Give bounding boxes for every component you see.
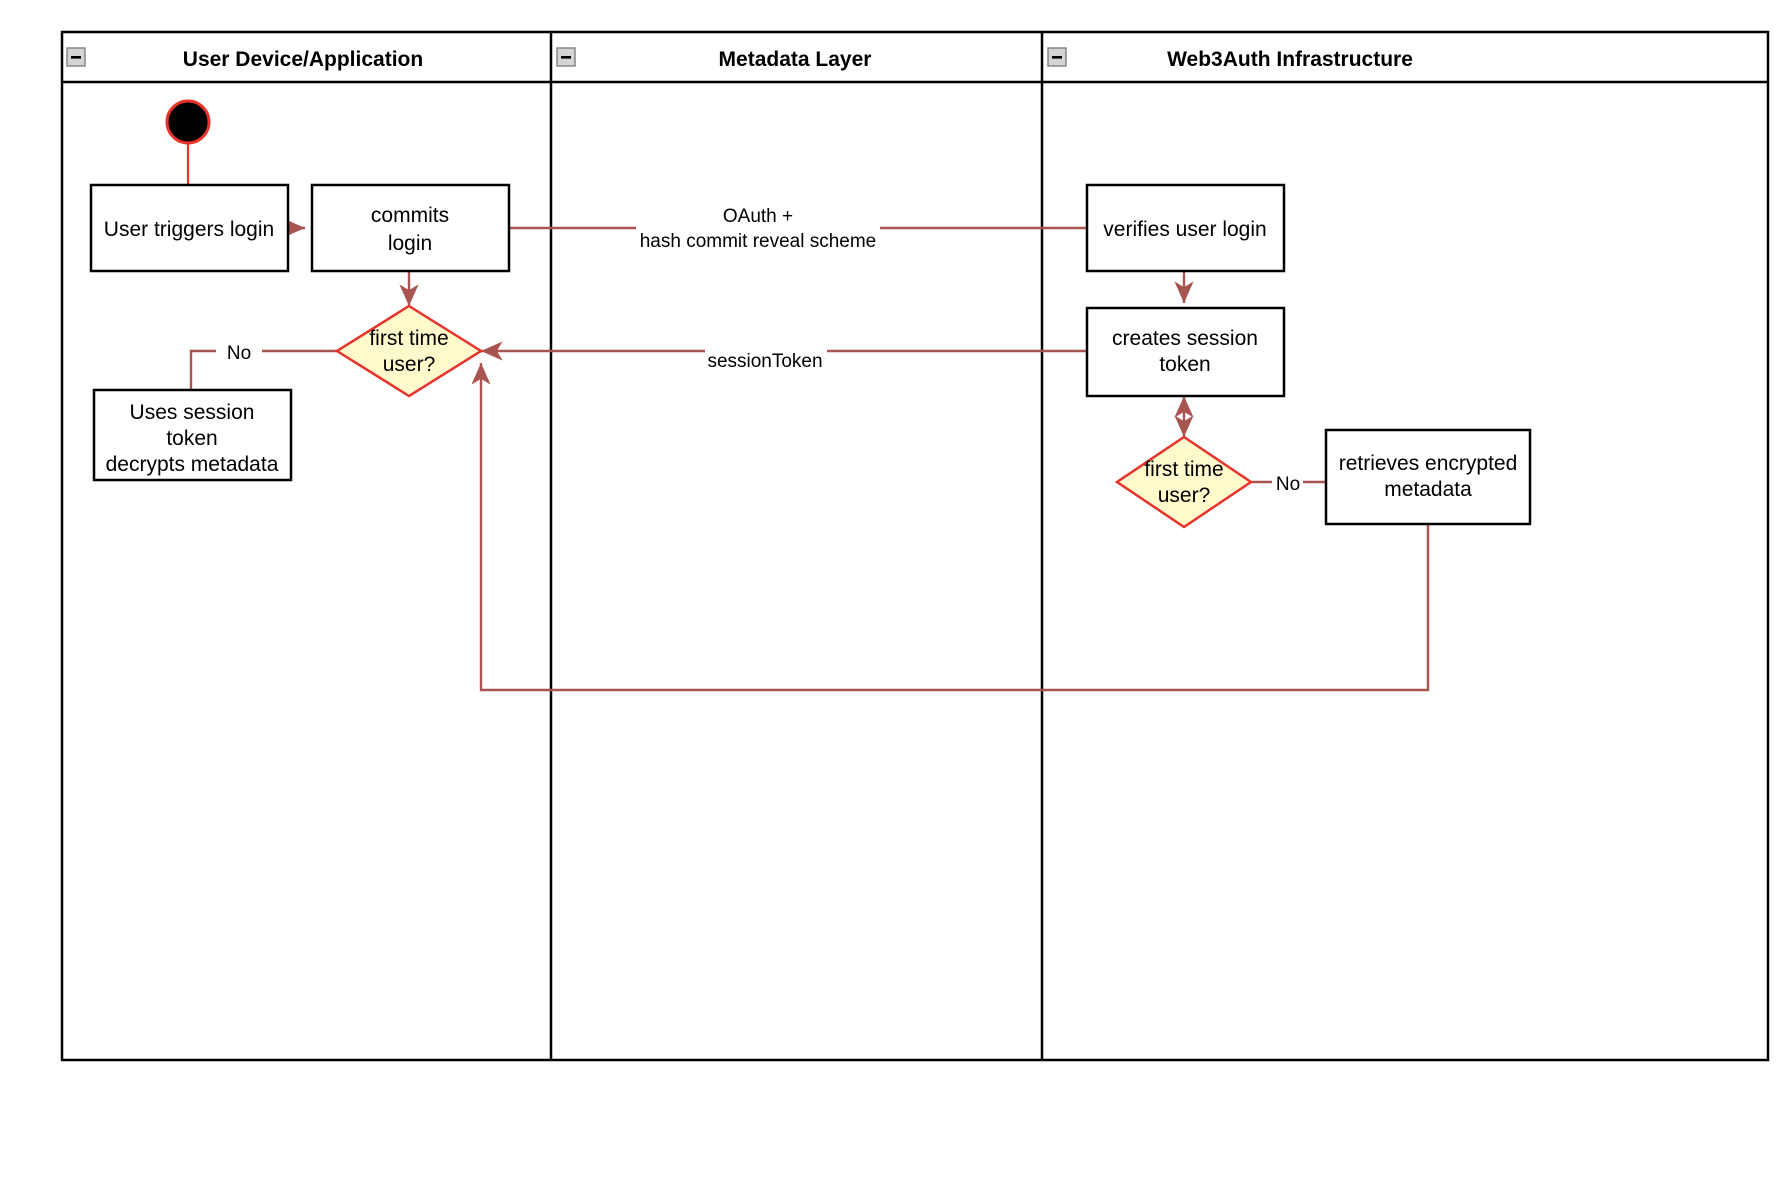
- node-creates-session-token[interactable]: creates session token: [1085, 306, 1286, 398]
- node-retrieves-encrypted-metadata[interactable]: retrieves encrypted metadata: [1324, 428, 1532, 526]
- minus-icon-metadata[interactable]: [556, 47, 576, 67]
- node-label-retrieves-encrypted-metadata-line1: retrieves encrypted: [1339, 452, 1518, 475]
- node-label-commits-login-line2: login: [388, 232, 432, 255]
- node-uses-session-token[interactable]: Uses session token decrypts metadata: [92, 388, 293, 482]
- swimlane-pool: [60, 30, 1770, 1062]
- start-node[interactable]: [165, 99, 211, 145]
- node-label-commits-login-line1: commits: [371, 204, 449, 227]
- minus-icon-user-device[interactable]: [66, 47, 86, 67]
- lane-header-user-device: User Device/Application: [183, 48, 423, 71]
- node-label-first-time-user-client-line2: user?: [383, 353, 436, 376]
- node-label-first-time-user-server-line1: first time: [1144, 458, 1223, 481]
- node-verifies-user-login[interactable]: verifies user login: [1085, 183, 1286, 273]
- node-label-creates-session-token-line1: creates session: [1112, 327, 1258, 350]
- lane-title-web3auth: Web3Auth Infrastructure: [1167, 48, 1413, 71]
- node-label-user-triggers-login: User triggers login: [104, 218, 274, 241]
- edge-label-oauth-line1: OAuth +: [723, 206, 793, 227]
- edge-labels: OAuth + hash commit reveal scheme No ses…: [227, 206, 1300, 495]
- node-commits-login[interactable]: commits login: [310, 183, 511, 273]
- node-label-retrieves-encrypted-metadata-line2: metadata: [1384, 478, 1472, 501]
- lane-title-user-device: User Device/Application: [183, 48, 423, 71]
- edge-label-no-client: No: [227, 343, 251, 364]
- edge-label-oauth-line2: hash commit reveal scheme: [640, 231, 877, 252]
- node-first-time-user-client[interactable]: first time user?: [334, 304, 484, 398]
- lane-header-web3auth: Web3Auth Infrastructure: [1167, 48, 1413, 71]
- node-label-creates-session-token-line2: token: [1159, 353, 1210, 376]
- edge-decision-no-right: [189, 349, 216, 390]
- edge-label-sessiontoken: sessionToken: [707, 351, 822, 372]
- edge-metadata-return: [471, 363, 1430, 692]
- node-label-uses-session-token-line3: decrypts metadata: [106, 453, 279, 476]
- node-label-uses-session-token-line2: token: [166, 427, 217, 450]
- minus-icon-web3auth[interactable]: [1047, 47, 1067, 67]
- node-label-verifies-user-login: verifies user login: [1103, 218, 1266, 241]
- edge-label-no-server: No: [1276, 474, 1300, 495]
- node-label-uses-session-token-line1: Uses session: [130, 401, 255, 424]
- lane-title-metadata: Metadata Layer: [719, 48, 872, 71]
- node-label-first-time-user-client-line1: first time: [369, 327, 448, 350]
- node-user-triggers-login[interactable]: User triggers login: [89, 183, 290, 273]
- node-label-first-time-user-server-line2: user?: [1158, 484, 1211, 507]
- node-first-time-user-server[interactable]: first time user?: [1114, 435, 1254, 529]
- lane-header-metadata: Metadata Layer: [719, 48, 872, 71]
- flow-connectors: [186, 144, 1430, 692]
